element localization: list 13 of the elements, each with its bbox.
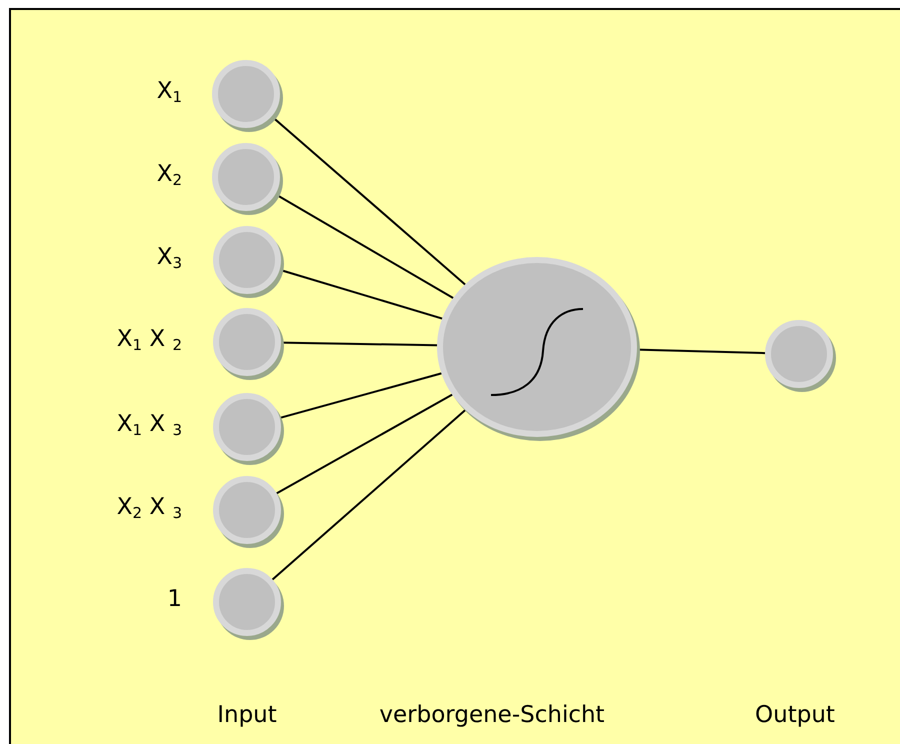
- input-variable-label: X$_{2}$: [156, 161, 182, 189]
- input-variable-label: X$_{1}$: [156, 78, 182, 106]
- input-variable-label: X$_{3}$: [156, 244, 182, 272]
- input-variable-label: X$_{1}$ X $_{3}$: [116, 411, 182, 439]
- input-variable-label: X$_{1}$ X $_{2}$: [116, 326, 182, 354]
- input-variable-label: X$_{2}$ X $_{3}$: [116, 494, 182, 522]
- layer-label: Output: [755, 702, 835, 730]
- layer-label: Input: [217, 702, 277, 730]
- connection-line: [276, 394, 453, 494]
- layer-label: verborgene-Schicht: [379, 702, 605, 730]
- connection-line: [272, 409, 466, 580]
- input-variable-label: 1: [167, 586, 182, 614]
- connection-line: [280, 372, 442, 419]
